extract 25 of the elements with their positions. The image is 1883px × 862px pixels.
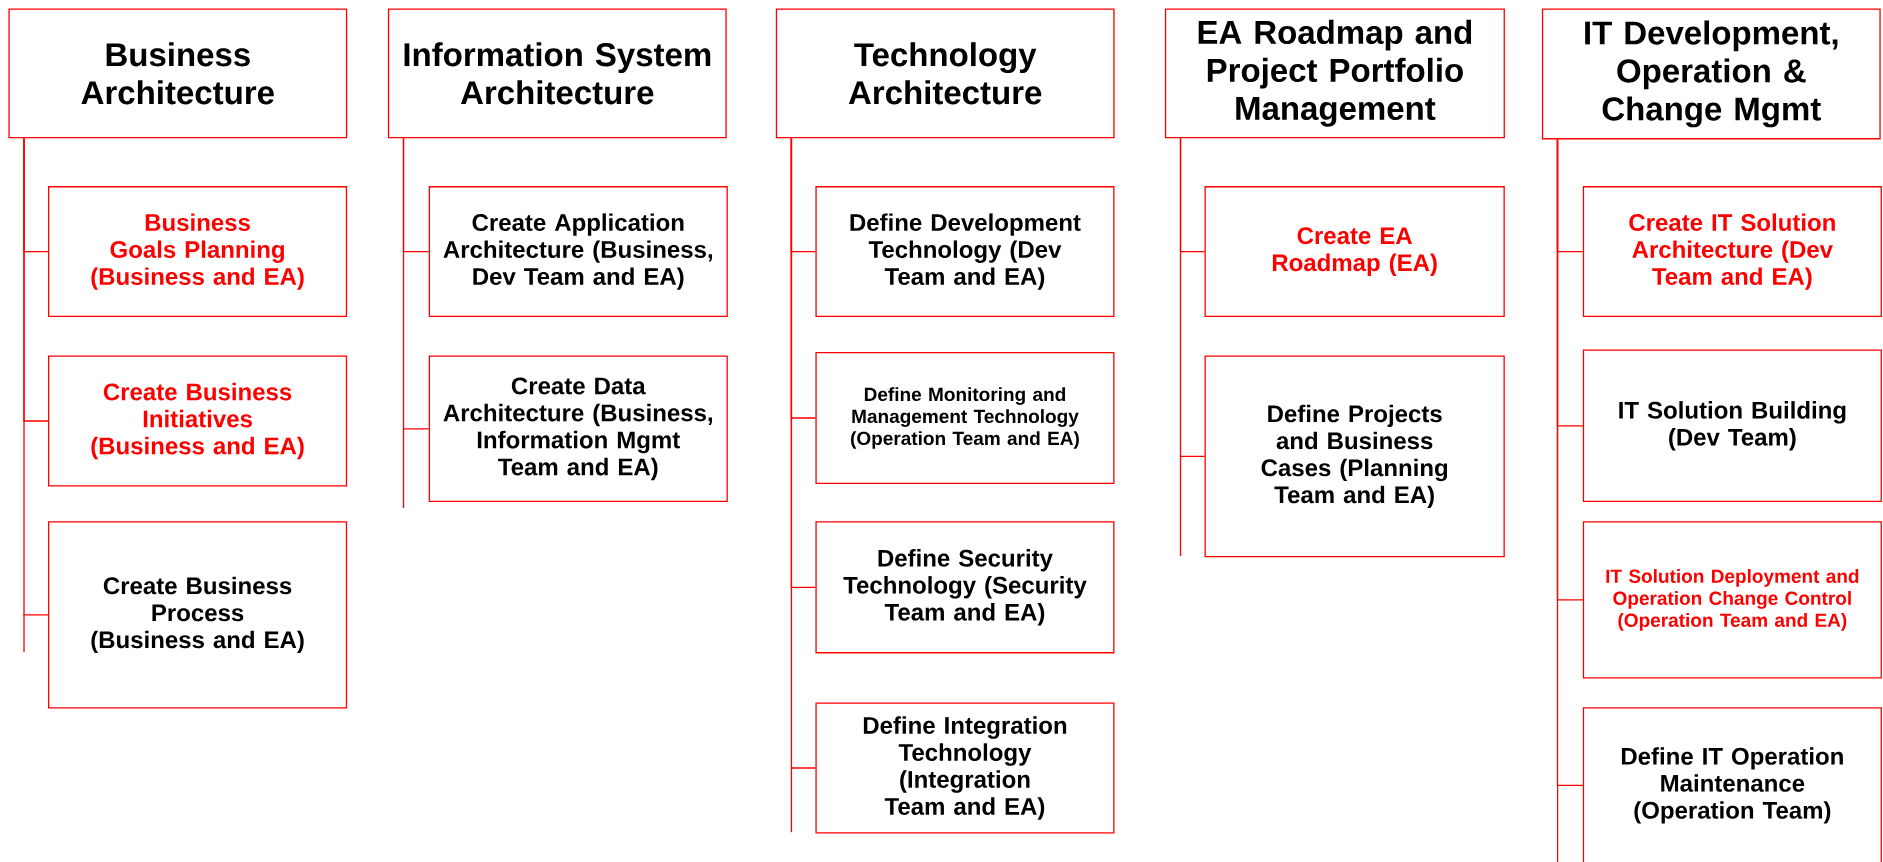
connector-line [790, 137, 817, 769]
category-box: Business Architecture [8, 8, 348, 139]
task-box: Define Monitoring and Management Technology (Operation Team and EA) [815, 351, 1115, 485]
task-box: Business Goals Planning (Business and EA) [48, 186, 348, 318]
task-box: Define Integration Technology (Integration Team and EA) [815, 702, 1115, 834]
category-box: IT Development, Operation & Change Mgmt [1541, 8, 1881, 140]
task-box: Define Projects and Business Cases (Planning Team and EA) [1204, 355, 1505, 558]
task-box: Define Security Technology (Security Team and EA) [815, 521, 1115, 654]
task-box: Create EA Roadmap (EA) [1204, 186, 1505, 318]
task-box: Create Data Architecture (Business, Information Mgmt Team and EA) [428, 355, 728, 503]
connector-line [1556, 138, 1584, 787]
connector-line [1179, 137, 1206, 458]
task-box: Create Business Process (Business and EA) [48, 521, 348, 709]
task-box: Create IT Solution Architecture (Dev Team and EA) [1582, 186, 1882, 318]
task-box: Create Business Initiatives (Business and EA) [48, 355, 348, 487]
category-box: Information System Architecture [387, 8, 727, 139]
connector-line [402, 137, 430, 430]
task-box: Define Development Technology (Dev Team and EA) [815, 186, 1115, 318]
task-box: Define IT Operation Maintenance (Operation Team) [1582, 707, 1882, 862]
category-box: Technology Architecture [775, 8, 1115, 139]
connector-line [23, 137, 49, 616]
task-box: IT Solution Building (Dev Team) [1582, 349, 1882, 503]
task-box: Create Application Architecture (Business, Dev Team and EA) [428, 186, 728, 318]
task-box: IT Solution Deployment and Operation Change Control (Operation Team and EA) [1582, 521, 1882, 679]
category-box: EA Roadmap and Project Portfolio Management [1164, 8, 1505, 139]
